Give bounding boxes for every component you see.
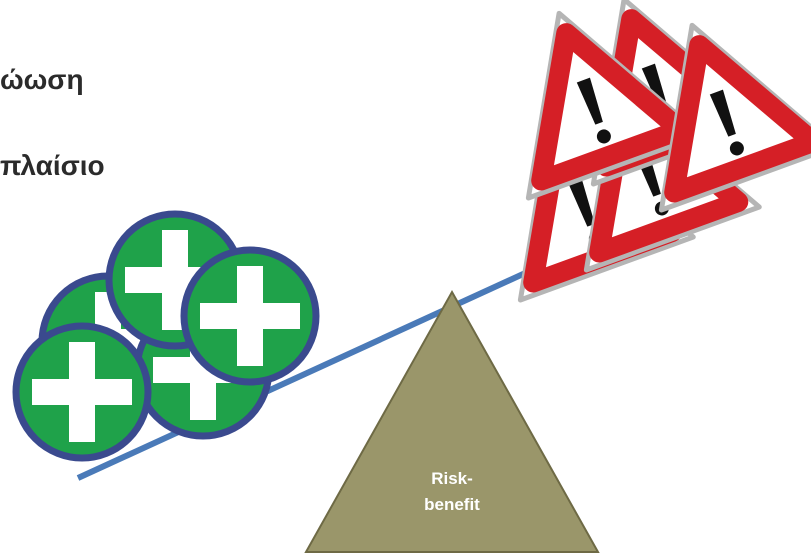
risks-group: [465, 0, 811, 300]
fulcrum-label-line1: Risk-: [431, 469, 473, 488]
fulcrum-label-line2: benefit: [424, 495, 480, 514]
green-cross-icon: [16, 326, 148, 458]
green-cross-icon: [184, 250, 316, 382]
benefits-group: [16, 214, 316, 458]
heading-line-2: πλαίσιο: [0, 150, 105, 181]
heading-line-1: ώωση: [0, 64, 84, 95]
fulcrum-triangle: [304, 289, 600, 553]
